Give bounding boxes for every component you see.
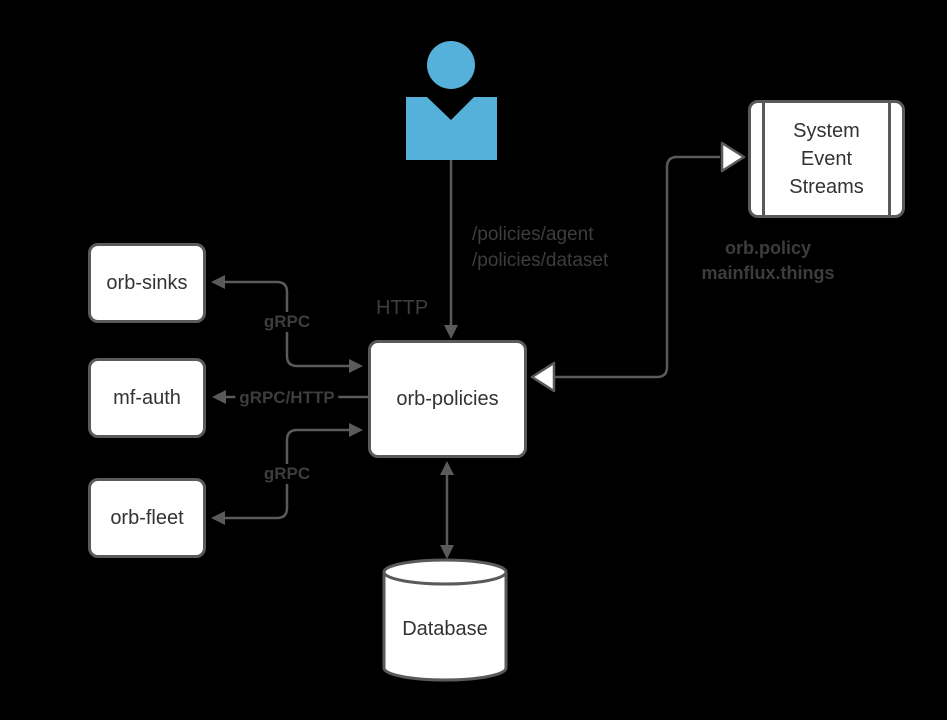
node-orb-fleet-label: orb-fleet — [110, 507, 184, 529]
edge-label-orb-policy: orb.policy — [724, 238, 812, 258]
node-system-event-streams-label: System Event Streams — [789, 120, 864, 198]
edge-label-http: HTTP — [376, 297, 429, 319]
edge-label-policies-routes: /policies/agent /policies/dataset — [472, 222, 608, 274]
node-database-label: Database — [402, 618, 488, 640]
node-orb-sinks-label: orb-sinks — [106, 272, 188, 294]
edge-user-to-policies — [444, 160, 458, 339]
edge-label-grpc-sinks: gRPC — [260, 312, 314, 332]
node-system-event-streams: System Event Streams — [748, 100, 905, 218]
edge-label-event-streams: orb.policy mainflux.things — [701, 236, 834, 286]
node-orb-policies: orb-policies — [368, 340, 527, 458]
edge-label-policies-dataset: /policies/dataset — [472, 250, 609, 271]
edge-label-grpc-fleet: gRPC — [260, 464, 314, 484]
stream-right-bar — [888, 103, 891, 215]
database-cylinder — [382, 558, 508, 682]
node-mf-auth-label: mf-auth — [113, 387, 181, 409]
node-mf-auth: mf-auth — [88, 358, 206, 438]
person-icon — [406, 41, 497, 160]
edge-policies-database — [440, 461, 454, 559]
edge-label-grpc-http-auth: gRPC/HTTP — [235, 388, 339, 408]
stream-left-bar — [762, 103, 765, 215]
node-orb-sinks: orb-sinks — [88, 243, 206, 323]
node-orb-policies-label: orb-policies — [396, 388, 499, 410]
node-orb-fleet: orb-fleet — [88, 478, 206, 558]
edge-label-policies-agent: /policies/agent — [472, 224, 594, 245]
edge-policies-streams — [530, 141, 746, 393]
edge-label-mainflux-things: mainflux.things — [701, 263, 835, 283]
